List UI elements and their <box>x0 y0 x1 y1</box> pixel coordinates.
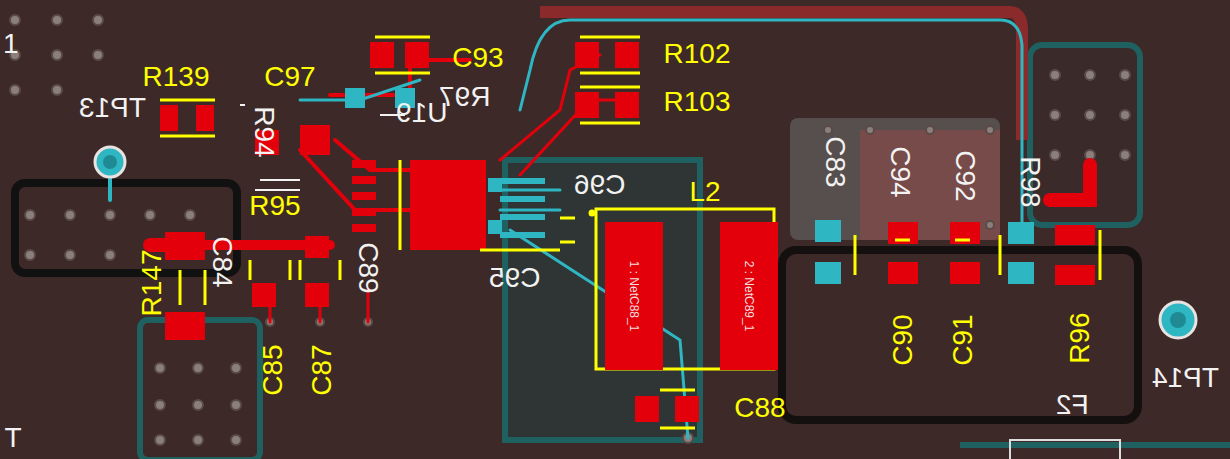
designator: TP14 <box>1152 364 1219 392</box>
designator: C94 <box>886 146 914 197</box>
designator: C83 <box>821 136 849 187</box>
designator: C95 <box>489 264 540 292</box>
designator: U19 <box>396 99 447 127</box>
designator: C89 <box>354 242 382 293</box>
silkscreen <box>160 37 1100 428</box>
inductor-pad: 1 : NetC88_1 <box>605 222 663 370</box>
designator: R147 <box>138 250 166 317</box>
designator: C84 <box>208 236 236 287</box>
designator: C85 <box>259 344 287 395</box>
designator: R96 <box>1066 312 1094 363</box>
designator: C92 <box>951 150 979 201</box>
designator: L2 <box>689 178 720 206</box>
designator: C97 <box>264 63 315 91</box>
designator: R139 <box>143 63 210 91</box>
designator: R103 <box>664 88 731 116</box>
vias <box>10 15 1130 445</box>
designator: T <box>4 424 21 452</box>
designator: R95 <box>249 192 300 220</box>
net-name: 1 : NetC88_1 <box>627 261 641 332</box>
net-name: 2 : NetC89_1 <box>742 261 756 332</box>
designator: C88 <box>734 394 785 422</box>
bottom-pads <box>345 88 1034 284</box>
inductor-pad: 2 : NetC89_1 <box>720 222 778 370</box>
regions <box>15 12 1230 459</box>
traces <box>110 20 1090 438</box>
designator: C91 <box>949 314 977 365</box>
designator: C87 <box>308 344 336 395</box>
designator: R102 <box>664 40 731 68</box>
pads <box>160 42 1095 422</box>
designator: TP13 <box>79 94 146 122</box>
designator: 1 <box>3 30 19 58</box>
component-outlines <box>240 105 405 190</box>
designator: F2 <box>1056 391 1089 419</box>
designator: C93 <box>452 44 503 72</box>
designator: C96 <box>574 171 625 199</box>
designator: R94 <box>250 106 278 157</box>
designator: R98 <box>1016 156 1044 207</box>
designator: C90 <box>889 314 917 365</box>
